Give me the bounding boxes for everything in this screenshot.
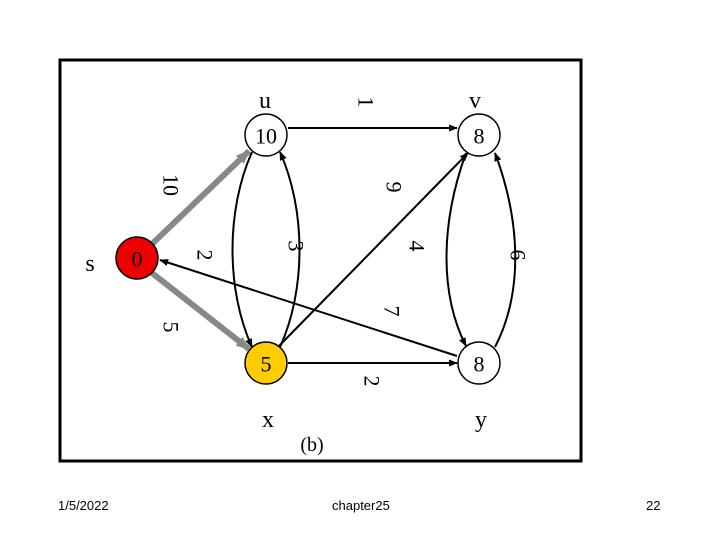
node-y (457, 341, 501, 385)
edge-weight-v-y: 4 (405, 241, 430, 252)
edge-weight-x-y: 2 (360, 376, 385, 387)
footer-page-number: 22 (646, 498, 661, 513)
diagram-caption: (b) (300, 434, 323, 456)
node-label-u: u (259, 88, 271, 114)
edge-weight-s-x: 5 (159, 322, 184, 333)
edge-weight-u-v: 1 (354, 97, 379, 108)
edge-weight-x-u: 3 (284, 241, 309, 252)
node-value-v: 8 (474, 124, 485, 149)
edge-x-v (278, 152, 469, 347)
edge-u-x (231, 151, 253, 348)
node-v (457, 113, 501, 157)
node-label-y: y (475, 407, 487, 433)
edge-s-u (149, 148, 252, 247)
node-s (115, 236, 159, 280)
node-label-v: v (469, 88, 481, 114)
node-label-s: s (85, 251, 94, 277)
edge-weights-layer: 10 5 1 2 3 9 2 4 6 7 (159, 97, 531, 387)
edge-weight-s-u: 10 (159, 174, 184, 196)
node-value-s: 0 (132, 247, 143, 272)
edge-s-x (150, 270, 251, 352)
edge-weight-x-v: 9 (382, 182, 407, 193)
edge-y-v (494, 152, 517, 348)
node-value-y: 8 (474, 352, 485, 377)
node-label-x: x (262, 407, 274, 433)
node-value-u: 10 (255, 124, 277, 149)
nodes-layer: 0 s 10 u 8 v 5 x 8 y (85, 88, 501, 433)
edges-layer (149, 124, 517, 367)
edge-y-s (159, 259, 458, 357)
edge-weight-y-v: 6 (506, 250, 531, 261)
footer-center: chapter25 (332, 498, 390, 513)
edge-v-y (445, 152, 467, 347)
node-x (244, 341, 288, 385)
node-u (244, 113, 288, 157)
node-value-x: 5 (261, 352, 272, 377)
edge-weight-u-x: 2 (193, 250, 218, 261)
diagram-frame (58, 58, 583, 463)
edge-weight-y-s: 7 (380, 306, 405, 317)
edge-x-u (279, 151, 301, 348)
footer-date: 1/5/2022 (58, 498, 109, 513)
